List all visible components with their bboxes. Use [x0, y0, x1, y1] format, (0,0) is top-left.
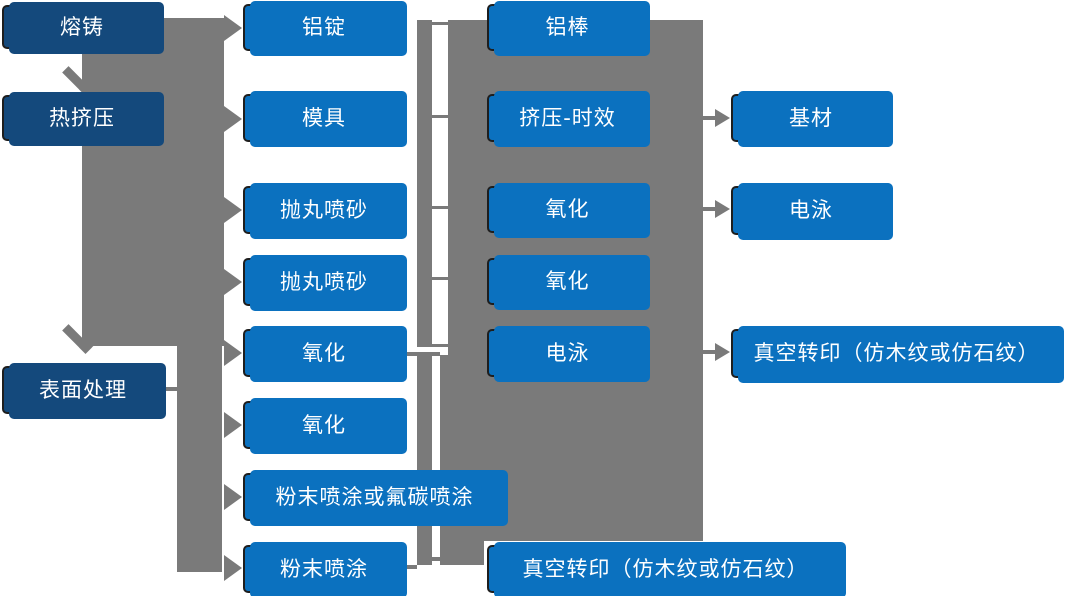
node-shot-blasting-1: 抛丸喷砂 [243, 183, 407, 239]
connector-oxidation-link [405, 352, 440, 356]
node-powder-or-fluorocarbon-coating: 粉末喷涂或氟碳喷涂 [243, 470, 508, 526]
node-electrophoresis-2: 电泳 [731, 183, 893, 240]
node-oxidation-3: 氧化 [487, 183, 650, 238]
node-melting-casting: 熔铸 [2, 2, 164, 54]
arrow-right-row4-icon [224, 269, 242, 295]
node-electrophoresis-1: 电泳 [487, 326, 650, 382]
node-powder-coating: 粉末喷涂 [243, 542, 407, 596]
node-oxidation-2: 氧化 [243, 398, 407, 454]
connector-bridge-lower [430, 557, 440, 561]
arrow-right-vacuum-transfer-icon [715, 343, 730, 361]
connector-hline-row3 [432, 206, 448, 209]
connector-hline-row4 [432, 277, 448, 280]
node-mold: 模具 [243, 91, 407, 147]
node-hot-extrusion: 热挤压 [2, 92, 164, 146]
node-aluminum-bar: 铝棒 [487, 1, 650, 56]
arrow-right-row8-icon [224, 555, 242, 581]
arrow-right-row7-icon [224, 484, 242, 510]
arrow-stem-vacuum-transfer [703, 350, 717, 354]
connector-trunk-lower [177, 346, 222, 572]
connector-surface-treatment-link [163, 387, 178, 391]
connector-panel-lower-ext [440, 355, 484, 565]
connector-hline-row5 [432, 344, 448, 347]
arrow-right-electrophoresis-icon [715, 200, 730, 218]
arrow-right-row3-icon [224, 197, 242, 223]
node-oxidation-1: 氧化 [243, 326, 407, 382]
node-vacuum-transfer-1: 真空转印（仿木纹或仿石纹） [487, 542, 846, 596]
node-substrate: 基材 [731, 91, 893, 147]
connector-hline-row2 [432, 115, 448, 118]
node-vacuum-transfer-2: 真空转印（仿木纹或仿石纹） [731, 326, 1064, 383]
connector-powder-coating-link [405, 565, 417, 569]
arrow-right-substrate-icon [715, 109, 730, 127]
arrow-stem-electrophoresis [703, 207, 717, 211]
arrow-right-row1-icon [224, 15, 242, 41]
arrow-right-row5-icon [224, 340, 242, 366]
node-aluminum-ingot: 铝锭 [243, 1, 407, 56]
node-extrusion-aging: 挤压-时效 [487, 91, 650, 147]
node-surface-treatment: 表面处理 [2, 363, 166, 419]
connector-bar-mid-lower [417, 355, 432, 565]
connector-bar-mid-upper [417, 20, 432, 347]
arrow-right-row2-icon [224, 106, 242, 132]
connector-trunk-main [82, 18, 224, 346]
arrow-right-row6-icon [224, 412, 242, 438]
arrow-stem-substrate [703, 116, 717, 120]
connector-hline-row1 [432, 22, 448, 25]
node-oxidation-4: 氧化 [487, 255, 650, 310]
node-shot-blasting-2: 抛丸喷砂 [243, 255, 407, 311]
